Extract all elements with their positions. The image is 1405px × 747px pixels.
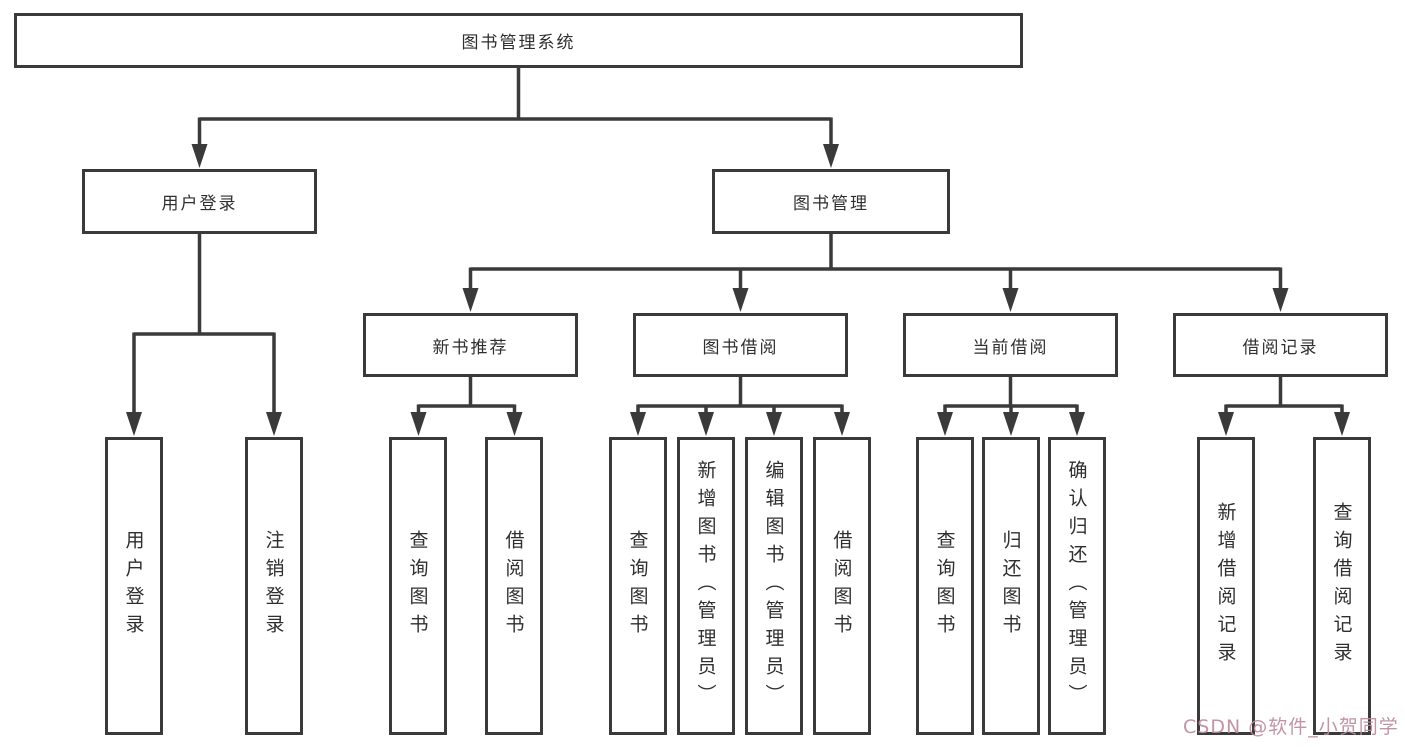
arrow-down-icon (462, 288, 479, 312)
arrow-down-icon (1002, 288, 1019, 312)
edge-borrow-record-children (1218, 374, 1350, 436)
arrow-down-icon (1069, 412, 1085, 436)
edge-new-book-recommend-children (410, 374, 523, 436)
arrow-down-icon (1218, 412, 1234, 436)
arrow-down-icon (823, 144, 839, 168)
arrow-down-icon (1272, 288, 1289, 312)
leaf-add-book-admin: 新增图书（管理员） (677, 437, 735, 735)
leaf-borrow-books-2: 借阅图书 (813, 437, 871, 735)
arrow-down-icon (410, 412, 427, 436)
leaf-query-books-3: 查询图书 (916, 437, 974, 735)
edge-user-login-children (126, 231, 282, 436)
node-new-book-recommend: 新书推荐 (363, 313, 578, 377)
edge-book-management-children (462, 231, 1289, 312)
arrow-down-icon (191, 144, 208, 168)
leaf-add-borrow-record: 新增借阅记录 (1197, 437, 1255, 735)
leaf-borrow-books-1: 借阅图书 (485, 437, 543, 735)
arrow-down-icon (698, 412, 714, 436)
node-book-management: 图书管理 (712, 169, 950, 234)
node-book-borrow: 图书借阅 (633, 313, 848, 377)
edge-root-to-level2 (191, 68, 839, 168)
arrow-down-icon (766, 412, 782, 436)
arrow-down-icon (1334, 412, 1350, 436)
leaf-query-books-1: 查询图书 (389, 437, 447, 735)
leaf-query-borrow-record: 查询借阅记录 (1313, 437, 1371, 735)
leaf-confirm-return-admin: 确认归还（管理员） (1048, 437, 1106, 735)
root-node-library-management-system: 图书管理系统 (14, 13, 1023, 68)
arrow-down-icon (506, 412, 523, 436)
leaf-logout: 注销登录 (245, 437, 303, 735)
node-user-login: 用户登录 (82, 169, 317, 234)
arrow-down-icon (1003, 412, 1019, 436)
node-current-borrow: 当前借阅 (903, 313, 1118, 377)
leaf-edit-book-admin: 编辑图书（管理员） (745, 437, 803, 735)
csdn-watermark: CSDN @软件_小贺同学 (1183, 716, 1399, 738)
arrow-down-icon (732, 288, 749, 312)
leaf-query-books-2: 查询图书 (609, 437, 667, 735)
node-borrow-record: 借阅记录 (1173, 313, 1388, 377)
arrow-down-icon (630, 412, 646, 436)
edge-current-borrow-children (937, 374, 1085, 436)
arrow-down-icon (126, 412, 142, 436)
arrow-down-icon (937, 412, 953, 436)
leaf-user-login: 用户登录 (105, 437, 163, 735)
arrow-down-icon (266, 412, 282, 436)
arrow-down-icon (834, 412, 850, 436)
edge-book-borrow-children (630, 374, 850, 436)
leaf-return-book: 归还图书 (982, 437, 1040, 735)
